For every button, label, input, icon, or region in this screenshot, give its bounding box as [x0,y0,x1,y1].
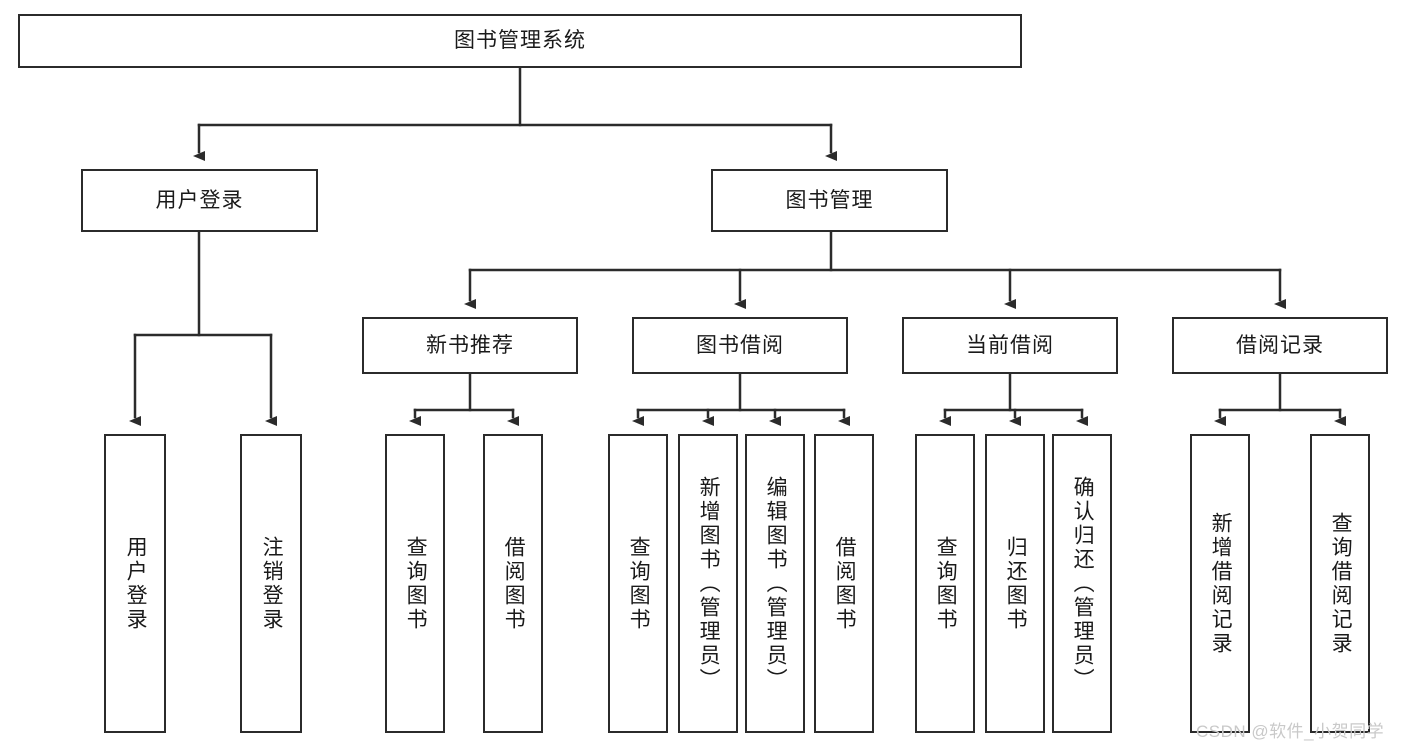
node-book-manage-label: 图书管理 [785,188,874,212]
leaf-label: 借阅图书 [502,535,526,632]
leaf-label: 查询图书 [627,535,651,632]
leaf-node-borrow-book-rec[interactable]: 借阅图书 [483,434,543,733]
leaf-label: 归还图书 [1004,535,1028,632]
leaf-label: 确认归还（管理员） [1071,475,1095,692]
node-user-login[interactable]: 用户登录 [81,169,318,232]
leaf-node-add-record[interactable]: 新增借阅记录 [1190,434,1250,733]
node-current-borrow[interactable]: 当前借阅 [902,317,1118,374]
leaf-node-query-record[interactable]: 查询借阅记录 [1310,434,1370,733]
leaf-label: 新增图书（管理员） [697,475,721,692]
leaf-node-user-login[interactable]: 用户登录 [104,434,166,733]
leaf-node-query-book-cur[interactable]: 查询图书 [915,434,975,733]
leaf-node-edit-book[interactable]: 编辑图书（管理员） [745,434,805,733]
node-user-login-label: 用户登录 [155,188,244,212]
leaf-node-query-book-rec[interactable]: 查询图书 [385,434,445,733]
leaf-node-query-book-borrow[interactable]: 查询图书 [608,434,668,733]
leaf-node-return-book[interactable]: 归还图书 [985,434,1045,733]
node-borrow-record[interactable]: 借阅记录 [1172,317,1388,374]
leaf-label: 编辑图书（管理员） [764,475,788,692]
csdn-watermark: CSDN @软件_小贺同学 [1196,722,1385,741]
node-book-borrow-label: 图书借阅 [696,333,784,357]
node-root[interactable]: 图书管理系统 [18,14,1022,68]
node-new-book-rec-label: 新书推荐 [426,333,514,357]
node-root-label: 图书管理系统 [454,29,586,53]
node-book-borrow[interactable]: 图书借阅 [632,317,848,374]
node-new-book-rec[interactable]: 新书推荐 [362,317,578,374]
node-current-borrow-label: 当前借阅 [966,333,1054,357]
leaf-label: 用户登录 [124,535,148,632]
node-borrow-record-label: 借阅记录 [1236,333,1324,357]
leaf-node-confirm-return[interactable]: 确认归还（管理员） [1052,434,1112,733]
node-book-manage[interactable]: 图书管理 [711,169,948,232]
leaf-node-add-book[interactable]: 新增图书（管理员） [678,434,738,733]
leaf-label: 查询图书 [404,535,428,632]
leaf-node-user-logout[interactable]: 注销登录 [240,434,302,733]
leaf-node-borrow-book[interactable]: 借阅图书 [814,434,874,733]
leaf-label: 借阅图书 [833,535,857,632]
leaf-label: 新增借阅记录 [1209,511,1233,656]
leaf-label: 查询图书 [934,535,958,632]
leaf-label: 查询借阅记录 [1329,511,1353,656]
leaf-label: 注销登录 [260,535,284,632]
